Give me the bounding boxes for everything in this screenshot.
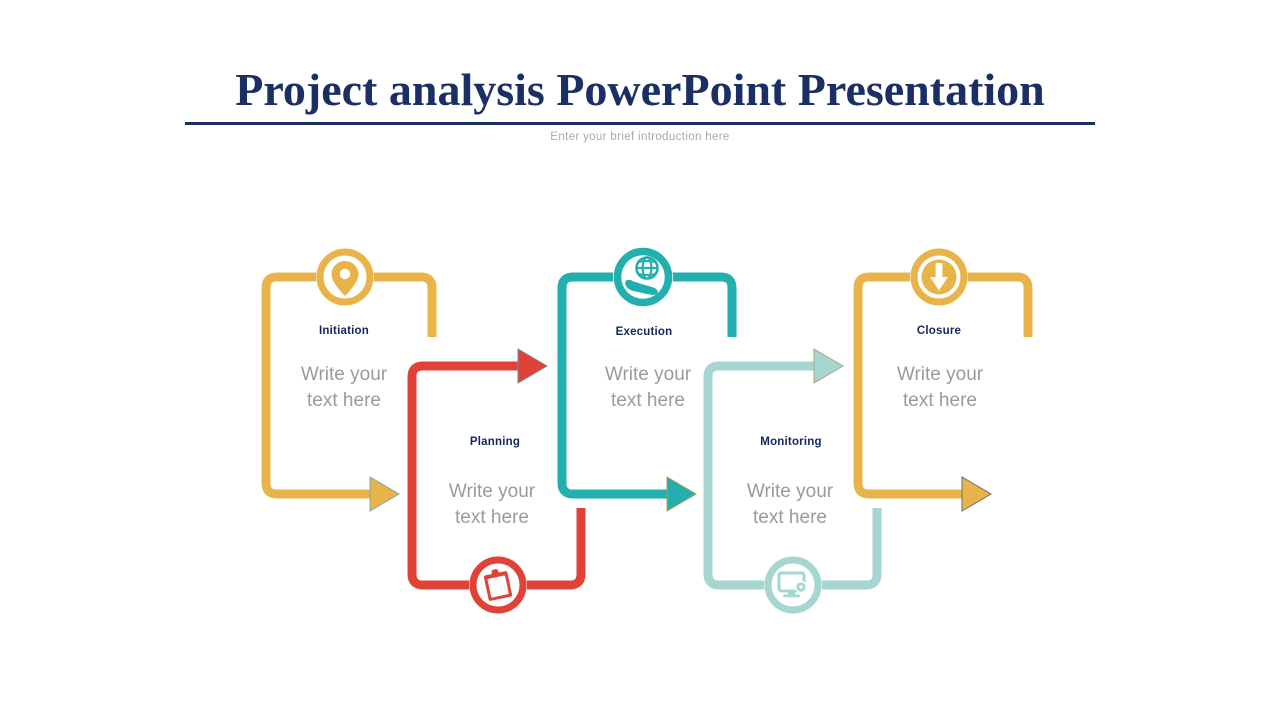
download-arrow-circle-icon <box>910 248 968 306</box>
globe-in-hand-icon <box>613 247 673 307</box>
stage-planning-label: Planning <box>469 436 521 448</box>
location-pin-icon <box>316 248 374 306</box>
stage-closure-body: Write your text here <box>896 364 984 411</box>
stage-monitoring-bracket-left <box>703 361 815 590</box>
clipboard-note-icon <box>469 556 527 614</box>
stage-closure-arrow-head <box>961 476 992 512</box>
stage-planning-body: Write your text here <box>448 481 536 528</box>
stage-closure[interactable] <box>853 248 1033 512</box>
stage-initiation-bracket-right <box>369 272 437 337</box>
stage-initiation-label: Initiation <box>319 325 369 337</box>
stage-initiation-body: Write your text here <box>300 364 388 411</box>
slide-subtitle: Enter your brief introduction here <box>550 131 730 143</box>
stage-planning-bracket-right <box>521 508 586 590</box>
stage-monitoring-body: Write your text here <box>746 481 834 528</box>
stage-execution-arrow-head <box>666 476 697 512</box>
stage-initiation-arrow-head <box>369 476 400 512</box>
stage-monitoring-arrow-head <box>813 348 844 384</box>
stage-initiation[interactable] <box>261 248 437 512</box>
stage-initiation-bracket-left <box>261 272 372 499</box>
stage-closure-bracket-left <box>853 272 963 499</box>
page-title: Project analysis PowerPoint Presentation <box>185 62 1095 125</box>
stage-planning-arrow-head <box>517 348 548 384</box>
stage-planning[interactable] <box>407 348 586 614</box>
stage-closure-bracket-right <box>962 272 1033 337</box>
stage-monitoring[interactable] <box>703 348 882 614</box>
stage-monitoring-bracket-right <box>816 508 882 590</box>
stage-monitoring-label: Monitoring <box>760 436 822 448</box>
stage-execution-bracket-right <box>666 272 737 337</box>
monitor-settings-icon <box>764 556 822 614</box>
stage-execution-label: Execution <box>615 326 673 338</box>
stage-execution-body: Write your text here <box>604 364 692 411</box>
stage-execution[interactable] <box>557 247 737 512</box>
stage-closure-label: Closure <box>916 325 962 337</box>
stage-planning-bracket-left <box>407 361 519 590</box>
stage-execution-bracket-left <box>557 272 668 499</box>
